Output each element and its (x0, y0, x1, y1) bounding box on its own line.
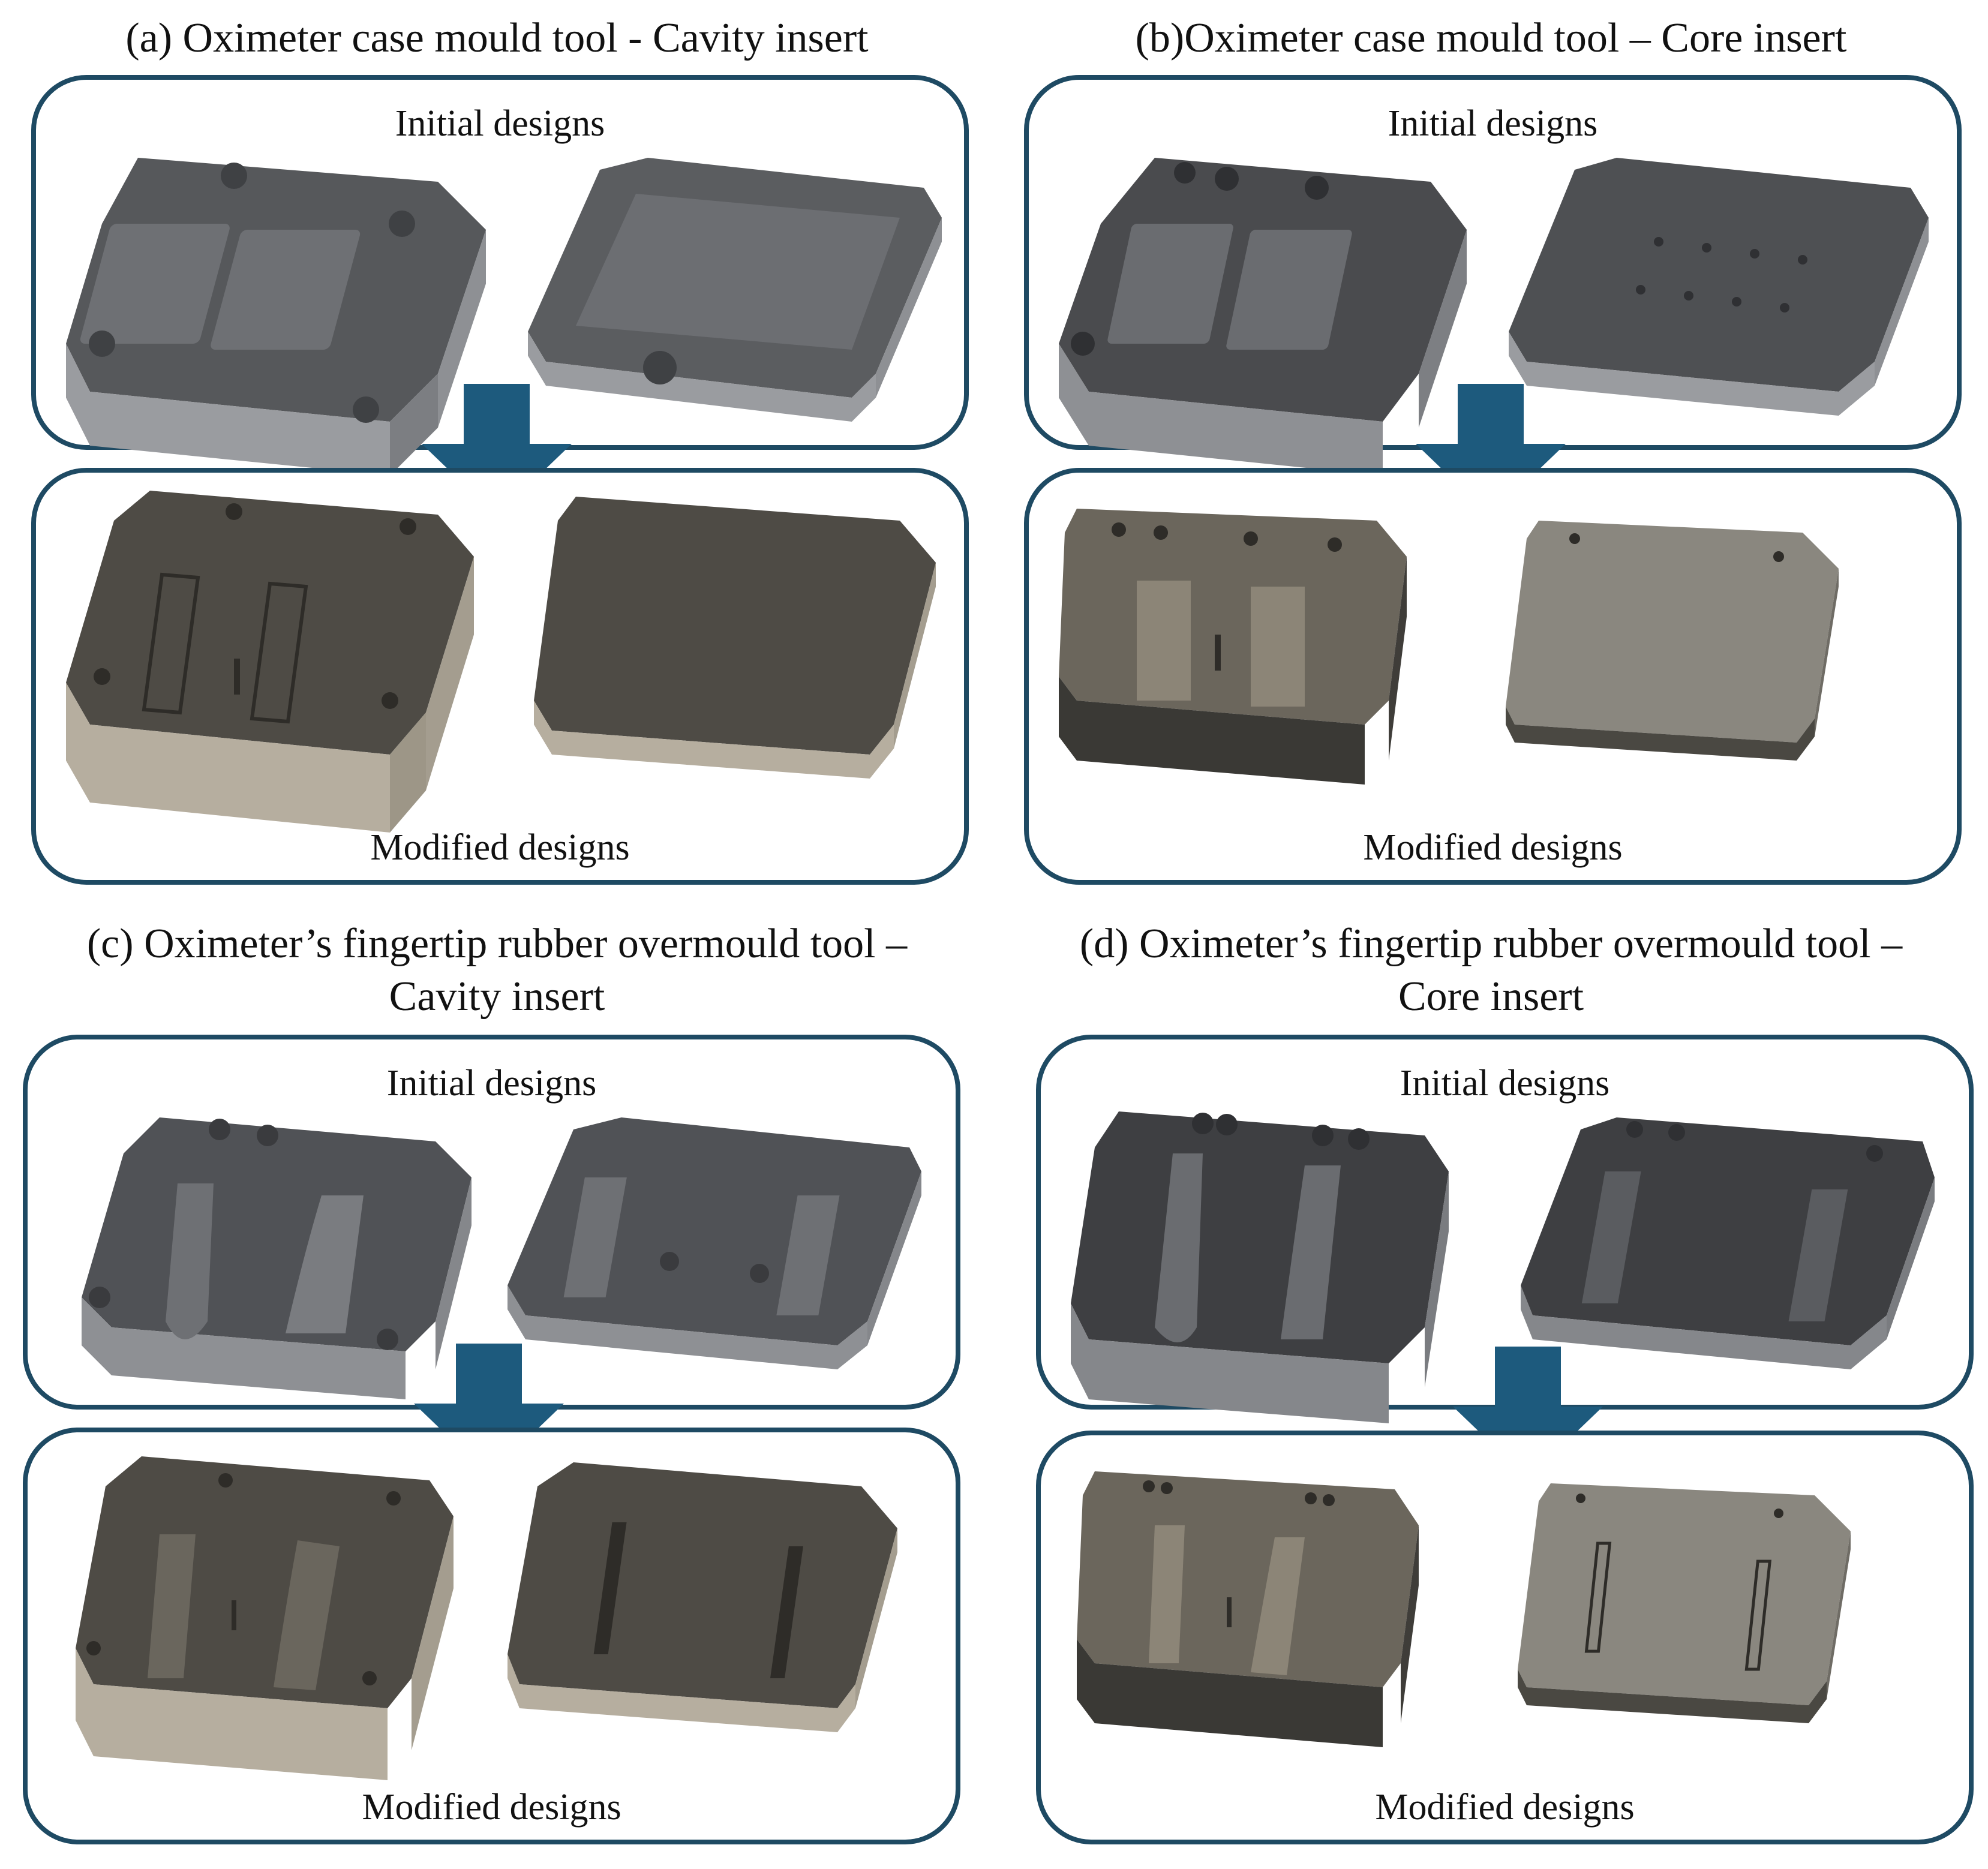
initial-designs-label-d: Initial designs (1400, 1063, 1610, 1104)
initial-designs-label-b: Initial designs (1388, 103, 1598, 144)
overmould-cavity-modified-part (76, 1456, 454, 1780)
modified-designs-label-d: Modified designs (1375, 1787, 1635, 1828)
quadrant-c-title-line-2: Cavity insert (389, 973, 605, 1020)
modified-designs-panel-d: Modified designs (1036, 1431, 1974, 1844)
down-arrow-c (414, 1344, 564, 1476)
overmould-core-initial-part (1071, 1111, 1449, 1423)
modified-designs-panel-c: Modified designs (23, 1428, 960, 1844)
down-arrow-b (1416, 384, 1566, 516)
down-arrow-d (1453, 1347, 1603, 1479)
overmould-core-modified-part (1077, 1471, 1419, 1747)
modified-designs-label-a: Modified designs (370, 827, 630, 868)
core-insert-initial-part (1059, 158, 1467, 476)
quadrant-c: (c) Oximeter’s fingertip rubber overmoul… (0, 900, 994, 1869)
cavity-insert-modified-part (66, 491, 474, 833)
quadrant-d: (d) Oximeter’s fingertip rubber overmoul… (994, 900, 1988, 1869)
quadrant-a-title: (a) Oximeter case mould tool - Cavity in… (125, 15, 869, 61)
overmould-cavity-initial-plate (507, 1117, 921, 1369)
overmould-cavity-initial-part (82, 1117, 472, 1399)
overmould-core-modified-plate (1518, 1483, 1851, 1723)
modified-designs-panel-a: Modified designs (31, 468, 969, 885)
core-insert-modified-part (1059, 509, 1407, 785)
quadrant-d-title-line-2: Core insert (1398, 973, 1584, 1020)
modified-designs-panel-b: Modified designs (1024, 468, 1962, 885)
quadrant-d-title-line-1: (d) Oximeter’s fingertip rubber overmoul… (1079, 921, 1903, 967)
core-insert-modified-plate (1506, 521, 1839, 761)
initial-designs-panel-d: Initial designs (1036, 1035, 1974, 1423)
modified-designs-label-b: Modified designs (1363, 827, 1623, 868)
down-arrow-a (422, 384, 572, 516)
quadrant-c-title-line-1: (c) Oximeter’s fingertip rubber overmoul… (86, 921, 908, 967)
quadrant-b-title: (b)Oximeter case mould tool – Core inser… (1135, 15, 1847, 61)
cavity-insert-initial-plate (528, 158, 942, 422)
initial-designs-label-c: Initial designs (386, 1063, 597, 1104)
quadrant-b: (b)Oximeter case mould tool – Core inser… (994, 0, 1988, 900)
initial-designs-panel-a: Initial designs (31, 75, 969, 476)
core-insert-initial-plate (1509, 158, 1929, 416)
cavity-insert-initial-part (66, 158, 486, 476)
modified-designs-label-c: Modified designs (362, 1787, 621, 1828)
cavity-insert-modified-plate (534, 497, 936, 779)
quadrant-a: (a) Oximeter case mould tool - Cavity in… (0, 0, 994, 900)
initial-designs-label-a: Initial designs (395, 103, 605, 144)
overmould-core-initial-plate (1521, 1117, 1935, 1369)
overmould-cavity-modified-plate (507, 1462, 897, 1732)
